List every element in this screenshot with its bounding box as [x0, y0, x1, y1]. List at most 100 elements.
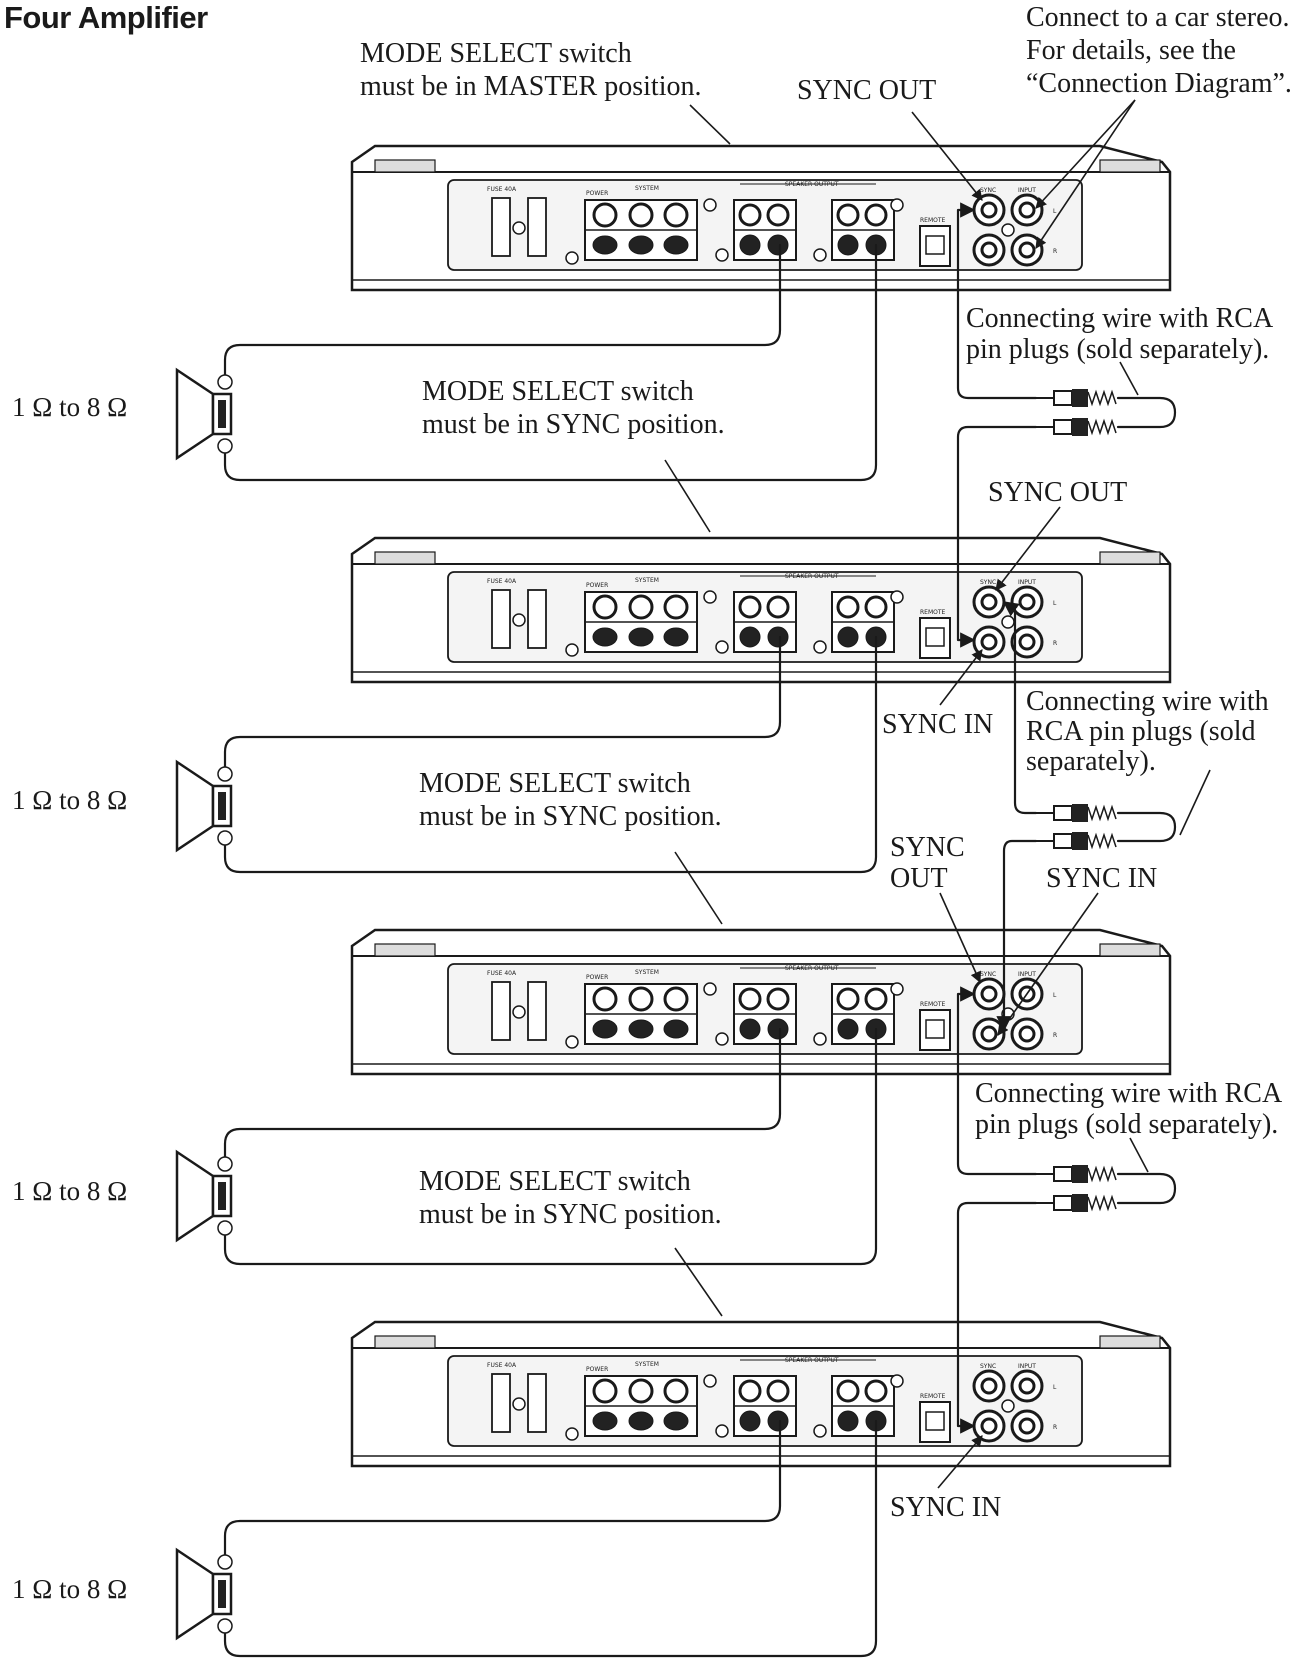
wire-note-2-line2: RCA pin plugs (sold [1026, 716, 1256, 747]
sync-out-label-2: SYNC OUT [988, 477, 1128, 508]
car-stereo-note-line1: Connect to a car stereo. [1026, 2, 1290, 33]
fuse-label: FUSE 40A [487, 186, 517, 193]
rca-jack-inner-1 [1018, 1377, 1036, 1395]
l-label: L [1053, 208, 1057, 215]
amp-end-cap-left [374, 159, 436, 173]
plug-strain [1087, 389, 1117, 407]
speaker-terminal-bottom-00 [739, 626, 761, 648]
leader-stereo-l [1035, 99, 1136, 209]
rca-plug-1-b [1036, 832, 1117, 850]
remote-port [919, 617, 951, 659]
speaker-cone [175, 1149, 215, 1243]
power-terminal-top-2 [663, 1378, 689, 1404]
sync-in-label-2: SYNC IN [882, 709, 994, 740]
leader-sync-in-2 [939, 649, 983, 706]
wire-note-1-line1: Connecting wire with RCA [966, 303, 1274, 334]
speaker-terminal-top-10 [836, 1379, 860, 1403]
leader-sync-out-2 [995, 506, 1061, 591]
power-terminal-bottom-0 [592, 1411, 618, 1431]
power-terminal-top-1 [628, 1378, 654, 1404]
rca-plug-1-a [1036, 804, 1117, 822]
rca-cable-loop-1 [1116, 811, 1177, 843]
speaker-terminal-top-01 [766, 1379, 790, 1403]
plug-shell [1053, 1166, 1073, 1182]
amplifier-3: FUSE 40APOWERSYSTEMSPEAKER OUTPUTREMOTES… [350, 928, 1172, 1076]
r-label: R [1053, 1032, 1057, 1039]
speaker-plus [217, 1156, 233, 1172]
screw-a [565, 643, 579, 657]
sync-jack-label: SYNC [980, 971, 996, 978]
impedance-label-4: 1 Ω to 8 Ω [12, 1574, 128, 1604]
wire-note-2-line1: Connecting wire with [1026, 686, 1269, 717]
fuse-label: FUSE 40A [487, 578, 517, 585]
amplifier-1: FUSE 40APOWERSYSTEMSPEAKER OUTPUTREMOTES… [350, 144, 1172, 292]
screw-b [703, 590, 717, 604]
speaker-terminal-top-11 [864, 987, 888, 1011]
leader-sync-out-1 [911, 111, 983, 201]
mode-master-note-line2: must be in MASTER position. [360, 71, 702, 102]
speaker-terminal-bottom-01 [767, 1018, 789, 1040]
amp-end-cap-left [374, 943, 436, 957]
mode-sync-note-2-line1: MODE SELECT switch [422, 376, 694, 407]
speaker-plus [217, 374, 233, 390]
remote-port-inner [925, 1411, 945, 1431]
rca-jack-inner-1 [1018, 201, 1036, 219]
power-terminal-bottom-1 [628, 627, 654, 647]
rca-plug-0-a [1036, 389, 1117, 407]
power-terminal-bottom-2 [663, 1019, 689, 1039]
plug-shell [1053, 419, 1073, 435]
leader-sync-in-3 [997, 892, 1099, 1036]
sync-cable-2-out [1002, 600, 1038, 815]
rca-jack-inner-0 [980, 593, 998, 611]
input-jack-label: INPUT [1018, 187, 1036, 194]
sync-cable-1-out [956, 202, 1038, 400]
speaker-core [218, 1182, 226, 1210]
speaker-screw-0 [715, 640, 729, 654]
mode-sync-note-3-line1: MODE SELECT switch [419, 768, 691, 799]
power-terminal-top-0 [592, 202, 618, 228]
power-terminal-top-1 [628, 202, 654, 228]
speaker-cone [175, 759, 215, 853]
plug-collar [1072, 389, 1088, 407]
speaker-2 [175, 759, 233, 853]
fuse-1 [491, 981, 511, 1041]
wire-note-1-line2: pin plugs (sold separately). [966, 334, 1270, 365]
power-label: POWER [586, 582, 608, 589]
speaker-4 [175, 1547, 233, 1641]
speaker-wire-positive-1 [223, 243, 782, 377]
system-control-label: SYSTEM [635, 1361, 659, 1368]
remote-label: REMOTE [920, 1001, 946, 1008]
mode-sync-note-2-line2: must be in SYNC position. [422, 409, 725, 440]
speaker-wire-positive-2 [223, 635, 782, 769]
rca-jack-inner-0 [980, 1377, 998, 1395]
mode-master-note-line1: MODE SELECT switch [360, 38, 632, 69]
speaker-terminal-top-00 [738, 595, 762, 619]
speaker-screw-0 [715, 1424, 729, 1438]
amp-end-cap-right [1099, 1335, 1161, 1349]
sync-cable-3-in [956, 1201, 1038, 1434]
plug-shell [1053, 833, 1073, 849]
speaker-wire-positive-3 [223, 1027, 782, 1159]
power-terminal-bottom-0 [592, 627, 618, 647]
plug-strain [1087, 1194, 1117, 1212]
screw-a [565, 1427, 579, 1441]
amp-end-cap-left [374, 1335, 436, 1349]
speaker-screw-1 [813, 1032, 827, 1046]
power-terminal-bottom-2 [663, 1411, 689, 1431]
sync-jack-label: SYNC [980, 1363, 996, 1370]
speaker-minus [217, 830, 233, 846]
speaker-terminal-top-11 [864, 595, 888, 619]
speaker-terminal-top-10 [836, 987, 860, 1011]
rca-screw [1001, 223, 1015, 237]
wire-note-3-line2: pin plugs (sold separately). [975, 1109, 1279, 1140]
fuse-2 [527, 589, 547, 649]
screw-c [890, 982, 904, 996]
screw-c [890, 590, 904, 604]
speaker-wire-positive-4 [223, 1419, 782, 1557]
sync-jack-label: SYNC [980, 187, 996, 194]
speaker-terminal-bottom-01 [767, 234, 789, 256]
speaker-cone [175, 1547, 215, 1641]
rca-cable-loop-2 [1116, 1172, 1177, 1205]
remote-port-inner [925, 235, 945, 255]
speaker-plus [217, 766, 233, 782]
